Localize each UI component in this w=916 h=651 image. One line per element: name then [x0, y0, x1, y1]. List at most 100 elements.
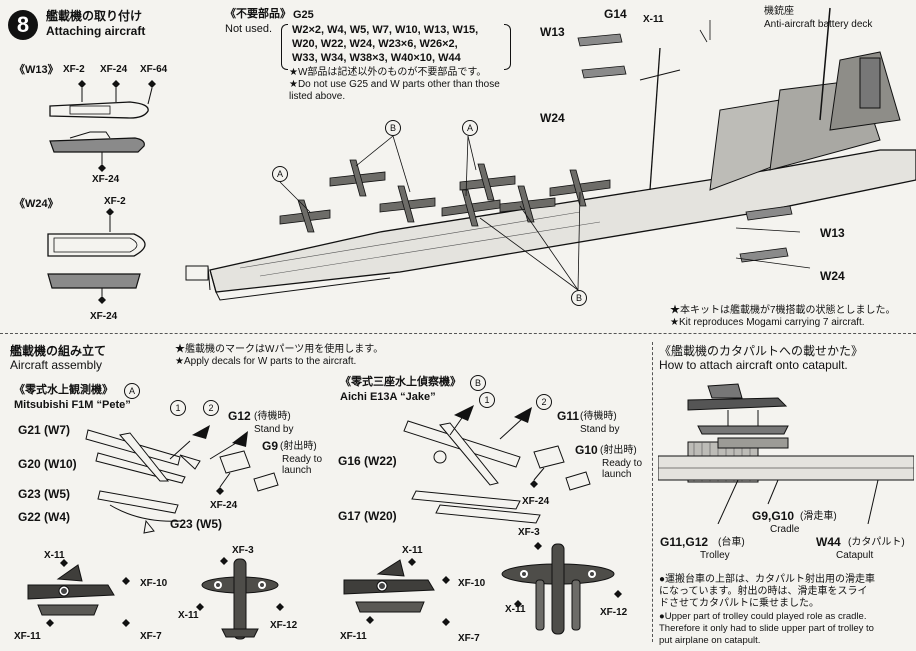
ship-battery-jp: 機銃座 — [764, 6, 794, 17]
pete-g23-label: G23 (W5) — [18, 487, 71, 501]
catapult-note-en-3: put airplane on catapult. — [659, 635, 761, 646]
pete-title-jp: 《零式水上観測機》 — [14, 384, 113, 396]
w13-paint-bottom: XF-24 — [92, 174, 120, 185]
ship-deck-drawing — [185, 7, 916, 301]
jake-paint-xf11: XF-11 — [340, 631, 367, 642]
jake-g10-en-1: Ready to — [602, 458, 643, 469]
w24-paint-bottom: XF-24 — [90, 311, 118, 322]
catapult-cradle-jp: (滑走車) — [800, 511, 837, 522]
w13-paint-xf2: XF-2 — [63, 64, 85, 75]
w13-paint-xf64: XF-64 — [140, 64, 168, 75]
unused-note-en-1: ★Do not use G25 and W parts other than t… — [289, 79, 500, 90]
pete-paint-x11: X-11 — [44, 550, 65, 561]
jake-paint-xf3: XF-3 — [518, 527, 540, 538]
catapult-cat-en: Catapult — [836, 550, 874, 561]
jake-paint-xf24: XF-24 — [522, 496, 550, 507]
ship-w24-top-label: W24 — [540, 111, 565, 125]
pete-g20-label: G20 (W10) — [18, 457, 77, 471]
pete-g23b-label: G23 (W5) — [170, 517, 223, 531]
unused-list-line-1: W2×2, W4, W5, W7, W10, W13, W15, — [292, 24, 479, 36]
pete-g22-label: G22 (W4) — [18, 510, 71, 524]
pete-paint-xf7: XF-7 — [140, 631, 162, 642]
assembly-title-jp: 艦載機の組み立て — [10, 344, 107, 358]
jake-trolley-drawing — [530, 445, 591, 491]
pete-g12-jp: (待機時) — [254, 411, 291, 422]
ship-battery-en: Anti-aircraft battery deck — [764, 19, 873, 30]
jake-paint-x11: X-11 — [402, 545, 423, 556]
catapult-drawing — [658, 383, 914, 524]
catapult-trolley-jp: (台車) — [718, 537, 745, 548]
unused-note-jp: ★W部品は記述以外のものが不要部品です。 — [289, 67, 487, 78]
jake-title-jp: 《零式三座水上偵察機》 — [340, 376, 461, 388]
marker-b-bottom: B — [571, 290, 587, 306]
marker-a-left: A — [272, 166, 288, 182]
w24-paint-top: XF-2 — [104, 196, 126, 207]
pete-g21-label: G21 (W7) — [18, 423, 71, 437]
column-divider — [652, 342, 653, 642]
section-divider — [0, 333, 916, 334]
pete-step-1: 1 — [170, 400, 186, 416]
jake-g17-label: G17 (W20) — [338, 509, 397, 523]
jake-paint-xf10: XF-10 — [458, 578, 486, 589]
jake-paint-x11b: X-11 — [505, 604, 526, 615]
catapult-cradle-en: Cradle — [770, 524, 800, 535]
step-number-badge: 8 — [8, 10, 38, 40]
catapult-note-jp-2: になっています。射出の時は、滑走車をスライ — [659, 586, 868, 597]
catapult-cat-jp: (カタパルト) — [848, 537, 905, 548]
catapult-note-en-1: ●Upper part of trolley could played role… — [659, 611, 867, 622]
pete-paint-xf11: XF-11 — [14, 631, 41, 642]
pete-paint-x11b: X-11 — [178, 610, 199, 621]
ship-w13-right-label: W13 — [820, 226, 845, 240]
catapult-note-jp-3: ドさせてカタパルトに乗せました。 — [659, 598, 819, 609]
pete-g9-label: G9 — [262, 439, 279, 453]
step-title-jp: 艦載機の取り付け — [46, 9, 143, 23]
jake-g11-en: Stand by — [580, 424, 620, 435]
pete-marker: A — [124, 383, 140, 399]
pete-paint-xf12: XF-12 — [270, 620, 298, 631]
jake-g11-jp: (待機時) — [580, 411, 617, 422]
w13-boat-drawing — [49, 80, 156, 172]
pete-painting-views — [27, 557, 284, 640]
catapult-trolley-code: G11,G12 — [660, 535, 709, 549]
jake-paint-xf12: XF-12 — [600, 607, 628, 618]
unused-brace-left — [281, 24, 288, 70]
catapult-title-en: How to attach aircraft onto catapult. — [659, 358, 848, 372]
w24-boat-drawing — [47, 208, 146, 304]
catapult-cat-code: W44 — [816, 535, 841, 549]
jake-g10-en-2: launch — [602, 469, 632, 480]
jake-g10-jp: (射出時) — [600, 445, 637, 456]
unused-note-en-2: listed above. — [289, 91, 346, 102]
pete-step-2: 2 — [203, 400, 219, 416]
jake-exploded-drawing — [403, 405, 541, 524]
w13-title: 《W13》 — [14, 64, 59, 76]
jake-painting-views — [343, 542, 622, 635]
ship-w24-right-label: W24 — [820, 269, 845, 283]
pete-g12-en: Stand by — [254, 424, 294, 435]
pete-title-en: Mitsubishi F1M “Pete” — [14, 399, 131, 411]
assembly-decal-jp: ★艦載機のマークはWパーツ用を使用します。 — [175, 344, 384, 355]
unused-list-line-3: W33, W34, W38×3, W40×10, W44 — [292, 52, 461, 64]
pete-g9-en-1: Ready to — [282, 454, 323, 465]
catapult-cradle-code: G9,G10 — [752, 509, 795, 523]
catapult-note-jp-1: ●運搬台車の上部は、カタパルト射出用の滑走車 — [659, 574, 876, 585]
w24-title: 《W24》 — [14, 198, 59, 210]
unused-list-line-2: W20, W22, W24, W23×6, W26×2, — [292, 38, 458, 50]
catapult-title-jp: 《艦載機のカタパルトへの載せかた》 — [659, 344, 864, 358]
pete-g12-label: G12 — [228, 409, 251, 423]
ship-x11-label: X-11 — [643, 14, 664, 25]
jake-step-1: 1 — [479, 392, 495, 408]
pete-g9-en-2: launch — [282, 465, 312, 476]
catapult-note-en-2: Therefore it only had to slide upper par… — [659, 623, 874, 634]
pete-paint-xf3: XF-3 — [232, 545, 254, 556]
jake-paint-xf7: XF-7 — [458, 633, 480, 644]
pete-paint-xf10: XF-10 — [140, 578, 168, 589]
step-title-en: Attaching aircraft — [46, 24, 146, 38]
jake-g10-label: G10 — [575, 443, 598, 457]
assembly-title-en: Aircraft assembly — [10, 358, 103, 372]
jake-g16-label: G16 (W22) — [338, 454, 397, 468]
jake-title-en: Aichi E13A “Jake” — [340, 391, 436, 403]
marker-a-top: A — [462, 120, 478, 136]
ship-note-jp: ★本キットは艦載機が7機搭載の状態としました。 — [670, 305, 896, 316]
jake-marker: B — [470, 375, 486, 391]
unused-title-en: Not used. — [225, 23, 273, 35]
